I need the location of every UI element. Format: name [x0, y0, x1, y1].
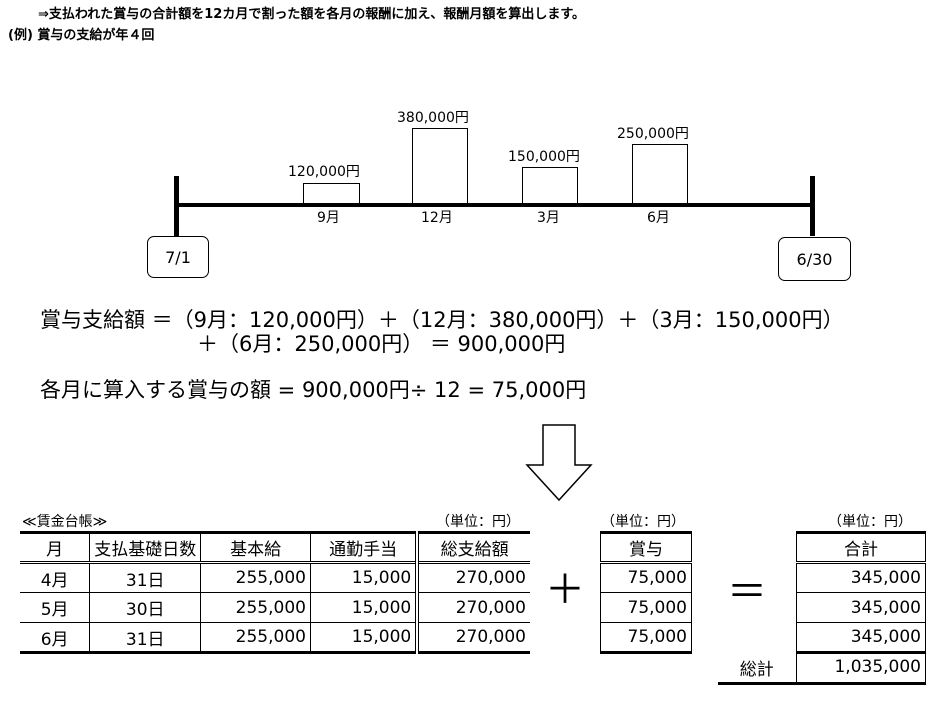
- table-header-row: 月 支払基礎日数 基本給 通勤手当 総支給額: [20, 532, 530, 563]
- bonus-bar: [522, 167, 578, 204]
- total-table: 合計 345,000 345,000 345,000: [796, 531, 926, 654]
- timeline-start-tick: [174, 176, 179, 236]
- table-cell: 270,000: [455, 597, 526, 618]
- ledger-table: 月 支払基礎日数 基本給 通勤手当 総支給額 4月 31日 255,000 15…: [20, 531, 530, 654]
- column-header: 合計: [796, 532, 926, 563]
- column-header: 支払基礎日数: [89, 532, 202, 563]
- table-row: 5月 30日 255,000 15,000 270,000: [20, 592, 530, 623]
- header-line-1: ⇒支払われた賞与の合計額を12カ月で割った額を各月の報酬に加え、報酬月額を算出し…: [38, 7, 586, 22]
- table-cell: 75,000: [600, 562, 692, 593]
- table-header-row: 賞与: [600, 532, 692, 563]
- bonus-amount-label: 150,000円: [508, 149, 580, 165]
- bonus-unit: （単位：円）: [601, 514, 685, 530]
- table-row: 345,000: [796, 562, 926, 593]
- table-cell: 31日: [89, 622, 202, 653]
- column-header: 基本給: [200, 532, 311, 563]
- bonus-month-label: 9月: [317, 210, 340, 226]
- column-header: 総支給額: [440, 540, 509, 560]
- ledger-unit: （単位：円）: [436, 514, 520, 530]
- table-cell: 75,000: [600, 592, 692, 623]
- table-row: 345,000: [796, 622, 926, 653]
- bonus-month-label: 3月: [537, 210, 560, 226]
- column-header: 通勤手当: [310, 532, 420, 563]
- grand-total-value: 1,035,000: [796, 653, 926, 683]
- table-row: 6月 31日 255,000 15,000 270,000: [20, 622, 530, 653]
- table-row: 75,000: [600, 562, 692, 593]
- table-cell: 31日: [89, 562, 202, 593]
- table-cell: 5月: [20, 592, 91, 623]
- formula-line-2: ＋（6月：250,000円） ＝ 900,000円: [197, 332, 566, 356]
- table-cell: 4月: [20, 562, 91, 593]
- start-date-box: 7/1: [147, 236, 209, 278]
- down-arrow-icon: [525, 424, 593, 502]
- bonus-amount-label: 120,000円: [288, 164, 360, 180]
- table-cell: 345,000: [796, 622, 926, 653]
- grand-total-label: 総計: [718, 653, 797, 683]
- table-row: 345,000: [796, 592, 926, 623]
- column-header: 月: [20, 532, 91, 563]
- bonus-amount-label: 380,000円: [397, 110, 469, 126]
- formula-line-1: 賞与支給額 ＝（9月：120,000円）＋（12月：380,000円）＋（3月：…: [40, 308, 844, 332]
- table-cell: 255,000: [200, 622, 311, 653]
- grand-total-row: 総計 1,035,000: [718, 653, 926, 683]
- table-row: 75,000: [600, 592, 692, 623]
- table-cell: 75,000: [600, 622, 692, 653]
- end-date-box: 6/30: [778, 237, 851, 281]
- table-cell: 30日: [89, 592, 202, 623]
- bonus-bar: [632, 144, 688, 204]
- table-cell: 15,000: [310, 592, 420, 623]
- header-line-2: (例) 賞与の支給が年４回: [8, 28, 155, 43]
- table-cell: 15,000: [310, 562, 420, 593]
- bonus-table: 賞与 75,000 75,000 75,000: [600, 531, 692, 654]
- timeline-axis: [176, 203, 814, 207]
- table-row: 4月 31日 255,000 15,000 270,000: [20, 562, 530, 593]
- table-cell: 15,000: [310, 622, 420, 653]
- table-cell: 345,000: [796, 592, 926, 623]
- table-cell: 255,000: [200, 562, 311, 593]
- bonus-month-label: 12月: [421, 210, 453, 226]
- table-cell: 345,000: [796, 562, 926, 593]
- equals-operator: ＝: [727, 569, 767, 615]
- bonus-amount-label: 250,000円: [617, 126, 689, 142]
- bonus-bar: [303, 183, 360, 204]
- grand-total-table: 総計 1,035,000: [718, 653, 926, 685]
- table-row: 75,000: [600, 622, 692, 653]
- ledger-title: ≪賃金台帳≫: [22, 514, 108, 530]
- total-unit: （単位：円）: [828, 514, 912, 530]
- table-cell: 270,000: [455, 568, 526, 588]
- table-cell: 6月: [20, 622, 91, 653]
- table-header-row: 合計: [796, 532, 926, 563]
- timeline-end-tick: [810, 176, 815, 236]
- bonus-bar: [412, 128, 468, 204]
- table-cell: 255,000: [200, 592, 311, 623]
- table-cell: 270,000: [455, 627, 526, 647]
- bonus-month-label: 6月: [647, 210, 670, 226]
- formula-line-3: 各月に算入する賞与の額 = 900,000円÷ 12 = 75,000円: [40, 378, 587, 402]
- column-header: 賞与: [600, 532, 692, 563]
- plus-operator: ＋: [545, 567, 585, 613]
